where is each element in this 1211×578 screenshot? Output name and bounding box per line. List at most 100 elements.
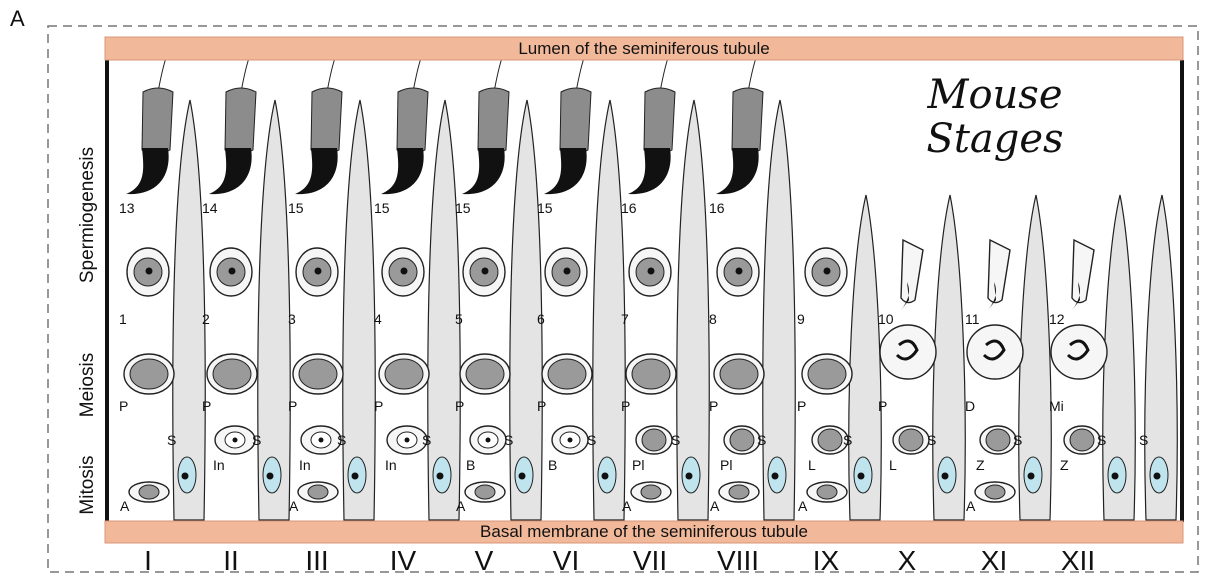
mid-label: B: [548, 457, 557, 473]
preleptotene-nucleus: [1070, 429, 1094, 451]
meiosis-label: P: [374, 398, 383, 414]
spermatid-chromocenter: [315, 268, 322, 275]
step-number-top: 16: [709, 200, 725, 216]
sperm-head-cytoplasm: [142, 88, 173, 154]
sertoli-label: S: [587, 432, 596, 448]
sertoli-nucleolus: [519, 473, 526, 480]
stage-label: V: [475, 545, 494, 576]
phase-label-mitosis: Mitosis: [77, 455, 98, 514]
sperm-head-cytoplasm: [732, 88, 763, 154]
mid-label: In: [385, 457, 397, 473]
step-number: 4: [374, 311, 382, 327]
mitosis-label: A: [622, 498, 632, 514]
spermatogonium-dot: [405, 438, 410, 443]
mid-label: B: [466, 457, 475, 473]
spermatid-chromocenter: [229, 268, 236, 275]
stage-label: II: [223, 545, 239, 576]
step-number-top: 15: [537, 200, 553, 216]
sertoli-label: S: [927, 432, 936, 448]
meiosis-label: P: [455, 398, 464, 414]
stage-label: VI: [553, 545, 579, 576]
step-number-top: 14: [202, 200, 218, 216]
late-spermatocyte: [1051, 325, 1107, 379]
spermatid-chromocenter: [564, 268, 571, 275]
preleptotene-nucleus: [986, 429, 1010, 451]
sperm-head-cytoplasm: [644, 88, 675, 154]
mitosis-label: A: [289, 498, 299, 514]
type-a-nucleus: [641, 485, 661, 499]
spermatocyte-nucleus: [632, 359, 670, 389]
stage-label: VIII: [717, 545, 759, 576]
meiosis-label: P: [797, 398, 806, 414]
spermatid-chromocenter: [146, 268, 153, 275]
meiosis-label: Mi: [1049, 398, 1064, 414]
spermatid-chromocenter: [648, 268, 655, 275]
step-number: 10: [878, 311, 894, 327]
step-number: 3: [288, 311, 296, 327]
meiosis-label: P: [709, 398, 718, 414]
spermatogonium-dot: [319, 438, 324, 443]
spermatid-chromocenter: [482, 268, 489, 275]
step-number-top: 15: [288, 200, 304, 216]
mid-label: Z: [976, 457, 985, 473]
sertoli-nucleolus: [1154, 473, 1161, 480]
sertoli-nucleolus: [352, 473, 359, 480]
step-number: 1: [119, 311, 127, 327]
sertoli-label: S: [1139, 432, 1148, 448]
step-number-top: 15: [455, 200, 471, 216]
lumen-band-label: Lumen of the seminiferous tubule: [518, 39, 769, 58]
stage-label: VII: [633, 545, 667, 576]
mitosis-label: A: [966, 498, 976, 514]
sperm-head-cytoplasm: [311, 88, 342, 154]
meiosis-label: P: [878, 398, 887, 414]
phase-label-spermiogenesis: Spermiogenesis: [77, 147, 98, 283]
mid-label: In: [213, 457, 225, 473]
spermatid-chromocenter: [824, 268, 831, 275]
sperm-head-cytoplasm: [478, 88, 509, 154]
preleptotene-nucleus: [899, 429, 923, 451]
step-number: 7: [621, 311, 629, 327]
meiosis-label: D: [965, 398, 975, 414]
sertoli-label: S: [1097, 432, 1106, 448]
step-number: 5: [455, 311, 463, 327]
mitosis-label: A: [456, 498, 466, 514]
stage-label: I: [144, 545, 152, 576]
sertoli-nucleolus: [182, 473, 189, 480]
meiosis-label: P: [202, 398, 211, 414]
mitosis-label: A: [710, 498, 720, 514]
sertoli-nucleolus: [1112, 473, 1119, 480]
mid-label: L: [889, 457, 897, 473]
sertoli-nucleolus: [686, 473, 693, 480]
type-a-nucleus: [139, 485, 159, 499]
step-number-top: 13: [119, 200, 135, 216]
stage-label: XII: [1061, 545, 1095, 576]
step-number: 6: [537, 311, 545, 327]
sperm-head-cytoplasm: [560, 88, 591, 154]
spermatid-chromocenter: [736, 268, 743, 275]
preleptotene-nucleus: [818, 429, 842, 451]
spermatocyte-nucleus: [130, 359, 168, 389]
spermatocyte-nucleus: [548, 359, 586, 389]
title-line-2: Stages: [926, 116, 1063, 162]
stage-label: III: [305, 545, 328, 576]
step-number-top: 15: [374, 200, 390, 216]
type-a-nucleus: [985, 485, 1005, 499]
stage-label: XI: [981, 545, 1007, 576]
spermatogonium-dot: [568, 438, 573, 443]
stage-label: IX: [813, 545, 840, 576]
sertoli-label: S: [167, 432, 176, 448]
sertoli-nucleolus: [602, 473, 609, 480]
spermatocyte-nucleus: [466, 359, 504, 389]
sertoli-label: S: [422, 432, 431, 448]
sertoli-label: S: [337, 432, 346, 448]
step-number: 12: [1049, 311, 1065, 327]
phase-label-meiosis: Meiosis: [77, 353, 98, 417]
sperm-head-cytoplasm: [397, 88, 428, 154]
sertoli-nucleolus: [437, 473, 444, 480]
sertoli-nucleolus: [772, 473, 779, 480]
spermatocyte-nucleus: [213, 359, 251, 389]
sertoli-label: S: [504, 432, 513, 448]
mid-label: Pl: [720, 457, 732, 473]
spermatid-chromocenter: [401, 268, 408, 275]
type-a-nucleus: [729, 485, 749, 499]
